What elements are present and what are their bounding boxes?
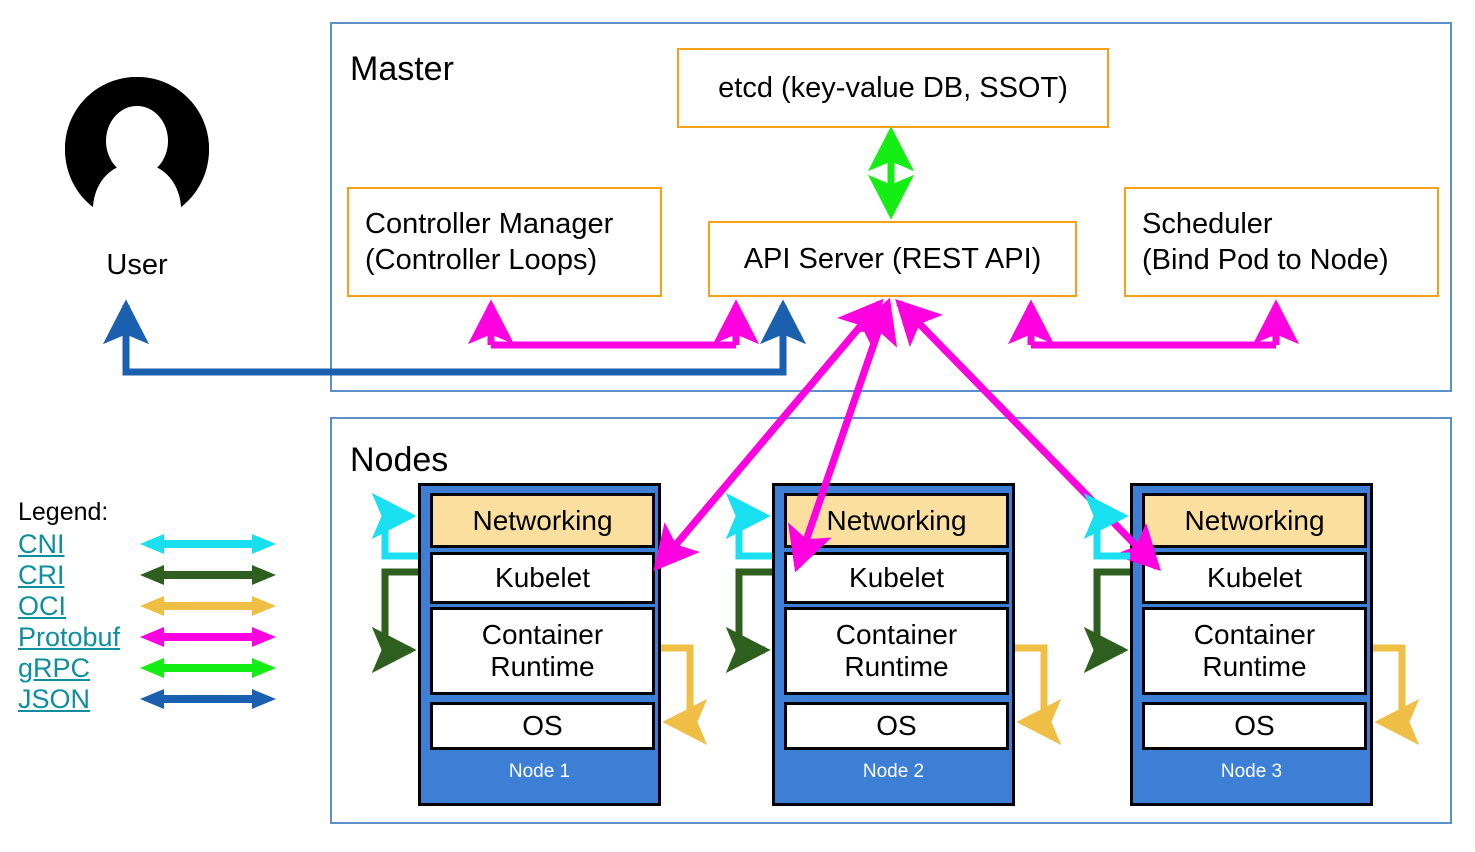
legend-row-json[interactable]: JSON bbox=[18, 684, 288, 715]
container-runtime-label: Container Runtime bbox=[481, 619, 604, 682]
node-2-networking-layer[interactable]: Networking bbox=[784, 493, 1009, 548]
node-2-container-runtime-layer[interactable]: Container Runtime bbox=[784, 607, 1009, 695]
node-3-os-layer[interactable]: OS bbox=[1142, 702, 1367, 750]
node-1-networking-layer[interactable]: Networking bbox=[430, 493, 655, 548]
node-2-name: Node 2 bbox=[862, 761, 925, 782]
legend-label-grpc[interactable]: gRPC bbox=[18, 653, 91, 683]
api-server-label: API Server (REST API) bbox=[743, 243, 1042, 275]
node-3-name: Node 3 bbox=[1220, 761, 1283, 782]
legend-row-oci[interactable]: OCI bbox=[18, 591, 288, 622]
node-3-kubelet-layer[interactable]: Kubelet bbox=[1142, 552, 1367, 604]
legend: Legend: CNI CRI OCI Protobuf bbox=[18, 497, 288, 715]
etcd-label: etcd (key-value DB, SSOT) bbox=[718, 72, 1068, 104]
scheduler-box[interactable]: Scheduler (Bind Pod to Node) bbox=[1124, 187, 1439, 297]
legend-row-protobuf[interactable]: Protobuf bbox=[18, 622, 288, 653]
master-title: Master bbox=[350, 50, 454, 88]
kubelet-label: Kubelet bbox=[849, 562, 944, 593]
networking-label: Networking bbox=[472, 504, 613, 536]
legend-arrow-protobuf bbox=[140, 627, 276, 647]
os-label: OS bbox=[522, 710, 563, 741]
node-2-kubelet-layer[interactable]: Kubelet bbox=[784, 552, 1009, 604]
legend-label-protobuf[interactable]: Protobuf bbox=[18, 622, 121, 652]
legend-label-json[interactable]: JSON bbox=[18, 684, 91, 714]
node-box-1[interactable]: Networking Kubelet Container Runtime OS … bbox=[418, 483, 661, 806]
legend-label-cri[interactable]: CRI bbox=[18, 560, 65, 590]
node-box-2[interactable]: Networking Kubelet Container Runtime OS … bbox=[772, 483, 1015, 806]
node-3-container-runtime-layer[interactable]: Container Runtime bbox=[1142, 607, 1367, 695]
user-label: User bbox=[106, 249, 168, 281]
node-1-os-layer[interactable]: OS bbox=[430, 702, 655, 750]
controller-manager-label: Controller Manager (Controller Loops) bbox=[365, 208, 614, 276]
legend-label-oci[interactable]: OCI bbox=[18, 591, 67, 621]
kubelet-label: Kubelet bbox=[1207, 562, 1302, 593]
container-runtime-label: Container Runtime bbox=[835, 619, 958, 682]
legend-row-grpc[interactable]: gRPC bbox=[18, 653, 288, 684]
user-avatar-icon bbox=[65, 77, 209, 221]
node-box-3[interactable]: Networking Kubelet Container Runtime OS … bbox=[1130, 483, 1373, 806]
legend-arrow-json bbox=[140, 689, 276, 709]
kubelet-label: Kubelet bbox=[495, 562, 590, 593]
legend-arrow-oci bbox=[140, 596, 276, 616]
legend-label-cni[interactable]: CNI bbox=[18, 529, 65, 559]
node-2-os-layer[interactable]: OS bbox=[784, 702, 1009, 750]
nodes-title: Nodes bbox=[350, 441, 449, 479]
legend-row-cni[interactable]: CNI bbox=[18, 529, 288, 560]
legend-arrow-cni bbox=[140, 534, 276, 554]
os-label: OS bbox=[876, 710, 917, 741]
controller-manager-box[interactable]: Controller Manager (Controller Loops) bbox=[347, 187, 662, 297]
networking-label: Networking bbox=[826, 504, 967, 536]
legend-arrow-grpc bbox=[140, 658, 276, 678]
legend-arrow-cri bbox=[140, 565, 276, 585]
container-runtime-label: Container Runtime bbox=[1193, 619, 1316, 682]
etcd-box[interactable]: etcd (key-value DB, SSOT) bbox=[677, 48, 1109, 128]
node-1-container-runtime-layer[interactable]: Container Runtime bbox=[430, 607, 655, 695]
scheduler-label: Scheduler (Bind Pod to Node) bbox=[1142, 208, 1389, 276]
node-1-name: Node 1 bbox=[508, 761, 571, 782]
node-3-networking-layer[interactable]: Networking bbox=[1142, 493, 1367, 548]
node-1-kubelet-layer[interactable]: Kubelet bbox=[430, 552, 655, 604]
legend-row-cri[interactable]: CRI bbox=[18, 560, 288, 591]
api-server-box[interactable]: API Server (REST API) bbox=[708, 221, 1077, 297]
legend-title: Legend: bbox=[18, 498, 109, 526]
networking-label: Networking bbox=[1184, 504, 1325, 536]
os-label: OS bbox=[1234, 710, 1275, 741]
